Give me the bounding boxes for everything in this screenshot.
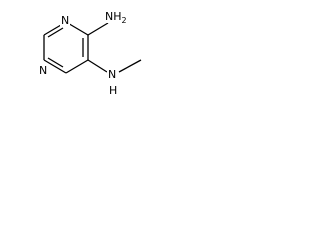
atom-label-n-left: N [38, 64, 49, 77]
amino-subscript: 2 [121, 16, 127, 26]
amino-nh-text: NH [105, 10, 122, 23]
double-bond-inner-n1-c6 [47, 57, 64, 68]
methylamino-h-label: H [108, 84, 119, 97]
bond-c4-nh2 [87, 22, 109, 36]
ring-bond-c6-c5 [65, 59, 89, 74]
bond-nh-methyl [118, 59, 142, 73]
bond-c5-nh [87, 59, 108, 73]
double-bond-inner-n3-c2 [47, 27, 64, 38]
amino-group-label: NH2 [104, 10, 128, 26]
ring-bond-n1-c6 [43, 59, 67, 74]
atom-label-n-top: N [60, 14, 71, 27]
methylamino-n-label: N [107, 68, 118, 81]
structure-diagram: N N NH2 H N [0, 0, 150, 108]
